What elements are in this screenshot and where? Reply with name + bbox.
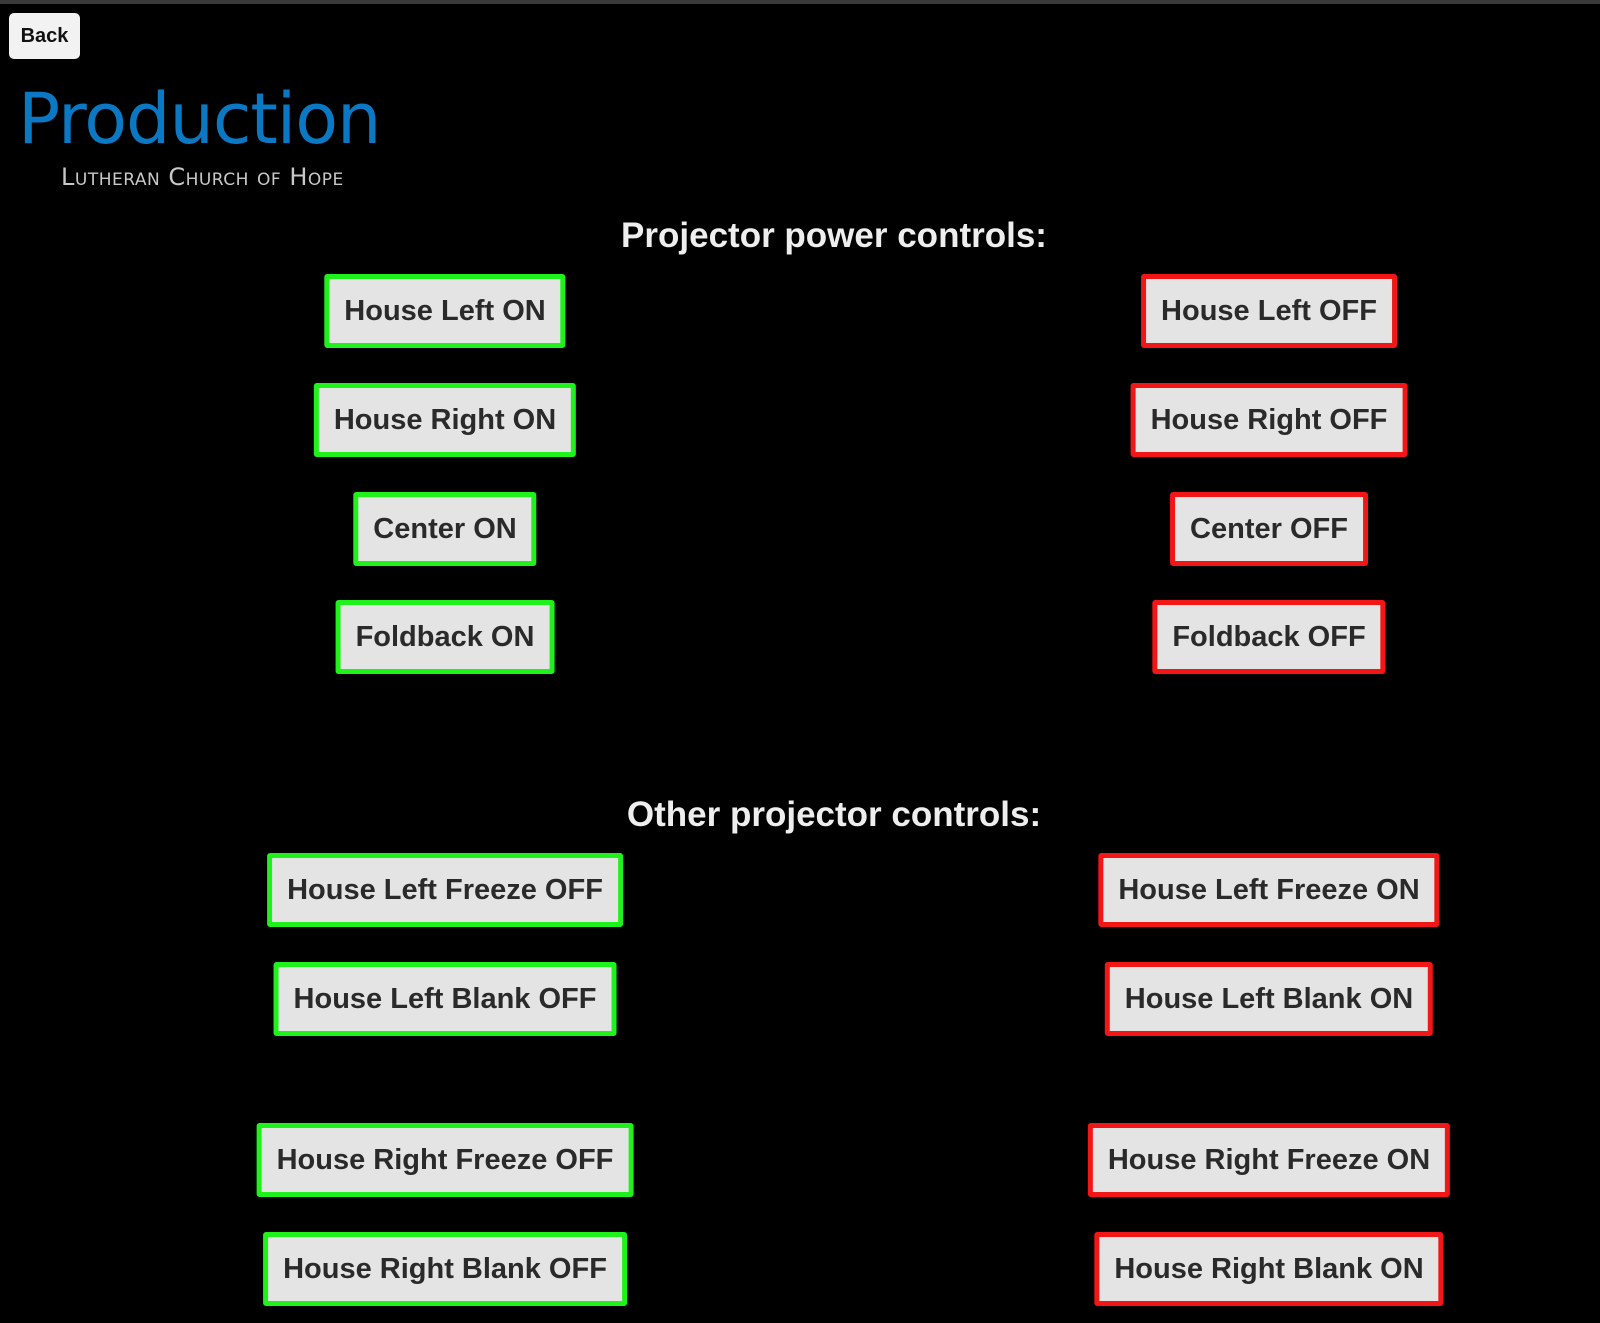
production-logo: Production Lutheran Church of Hope [18, 78, 418, 198]
house-right-freeze-on-button[interactable]: House Right Freeze ON [1087, 1123, 1451, 1197]
house-right-blank-on-button[interactable]: House Right Blank ON [1094, 1232, 1444, 1306]
house-right-blank-off-button[interactable]: House Right Blank OFF [263, 1232, 627, 1306]
house-left-on-button[interactable]: House Left ON [324, 274, 566, 348]
center-on-button[interactable]: Center ON [353, 492, 537, 566]
power-section-title: Projector power controls: [621, 216, 1047, 255]
house-left-freeze-off-button[interactable]: House Left Freeze OFF [267, 853, 623, 927]
house-left-blank-on-button[interactable]: House Left Blank ON [1104, 962, 1434, 1036]
house-left-freeze-on-button[interactable]: House Left Freeze ON [1098, 853, 1440, 927]
house-right-off-button[interactable]: House Right OFF [1130, 383, 1408, 457]
house-right-freeze-off-button[interactable]: House Right Freeze OFF [256, 1123, 634, 1197]
house-right-on-button[interactable]: House Right ON [313, 383, 577, 457]
back-button[interactable]: Back [9, 13, 80, 59]
top-border [0, 0, 1600, 4]
foldback-off-button[interactable]: Foldback OFF [1152, 600, 1386, 674]
logo-title: Production [18, 78, 381, 160]
center-off-button[interactable]: Center OFF [1170, 492, 1368, 566]
logo-subtitle: Lutheran Church of Hope [61, 163, 344, 191]
other-section-title: Other projector controls: [626, 795, 1042, 834]
foldback-on-button[interactable]: Foldback ON [335, 600, 555, 674]
house-left-blank-off-button[interactable]: House Left Blank OFF [273, 962, 617, 1036]
house-left-off-button[interactable]: House Left OFF [1141, 274, 1397, 348]
